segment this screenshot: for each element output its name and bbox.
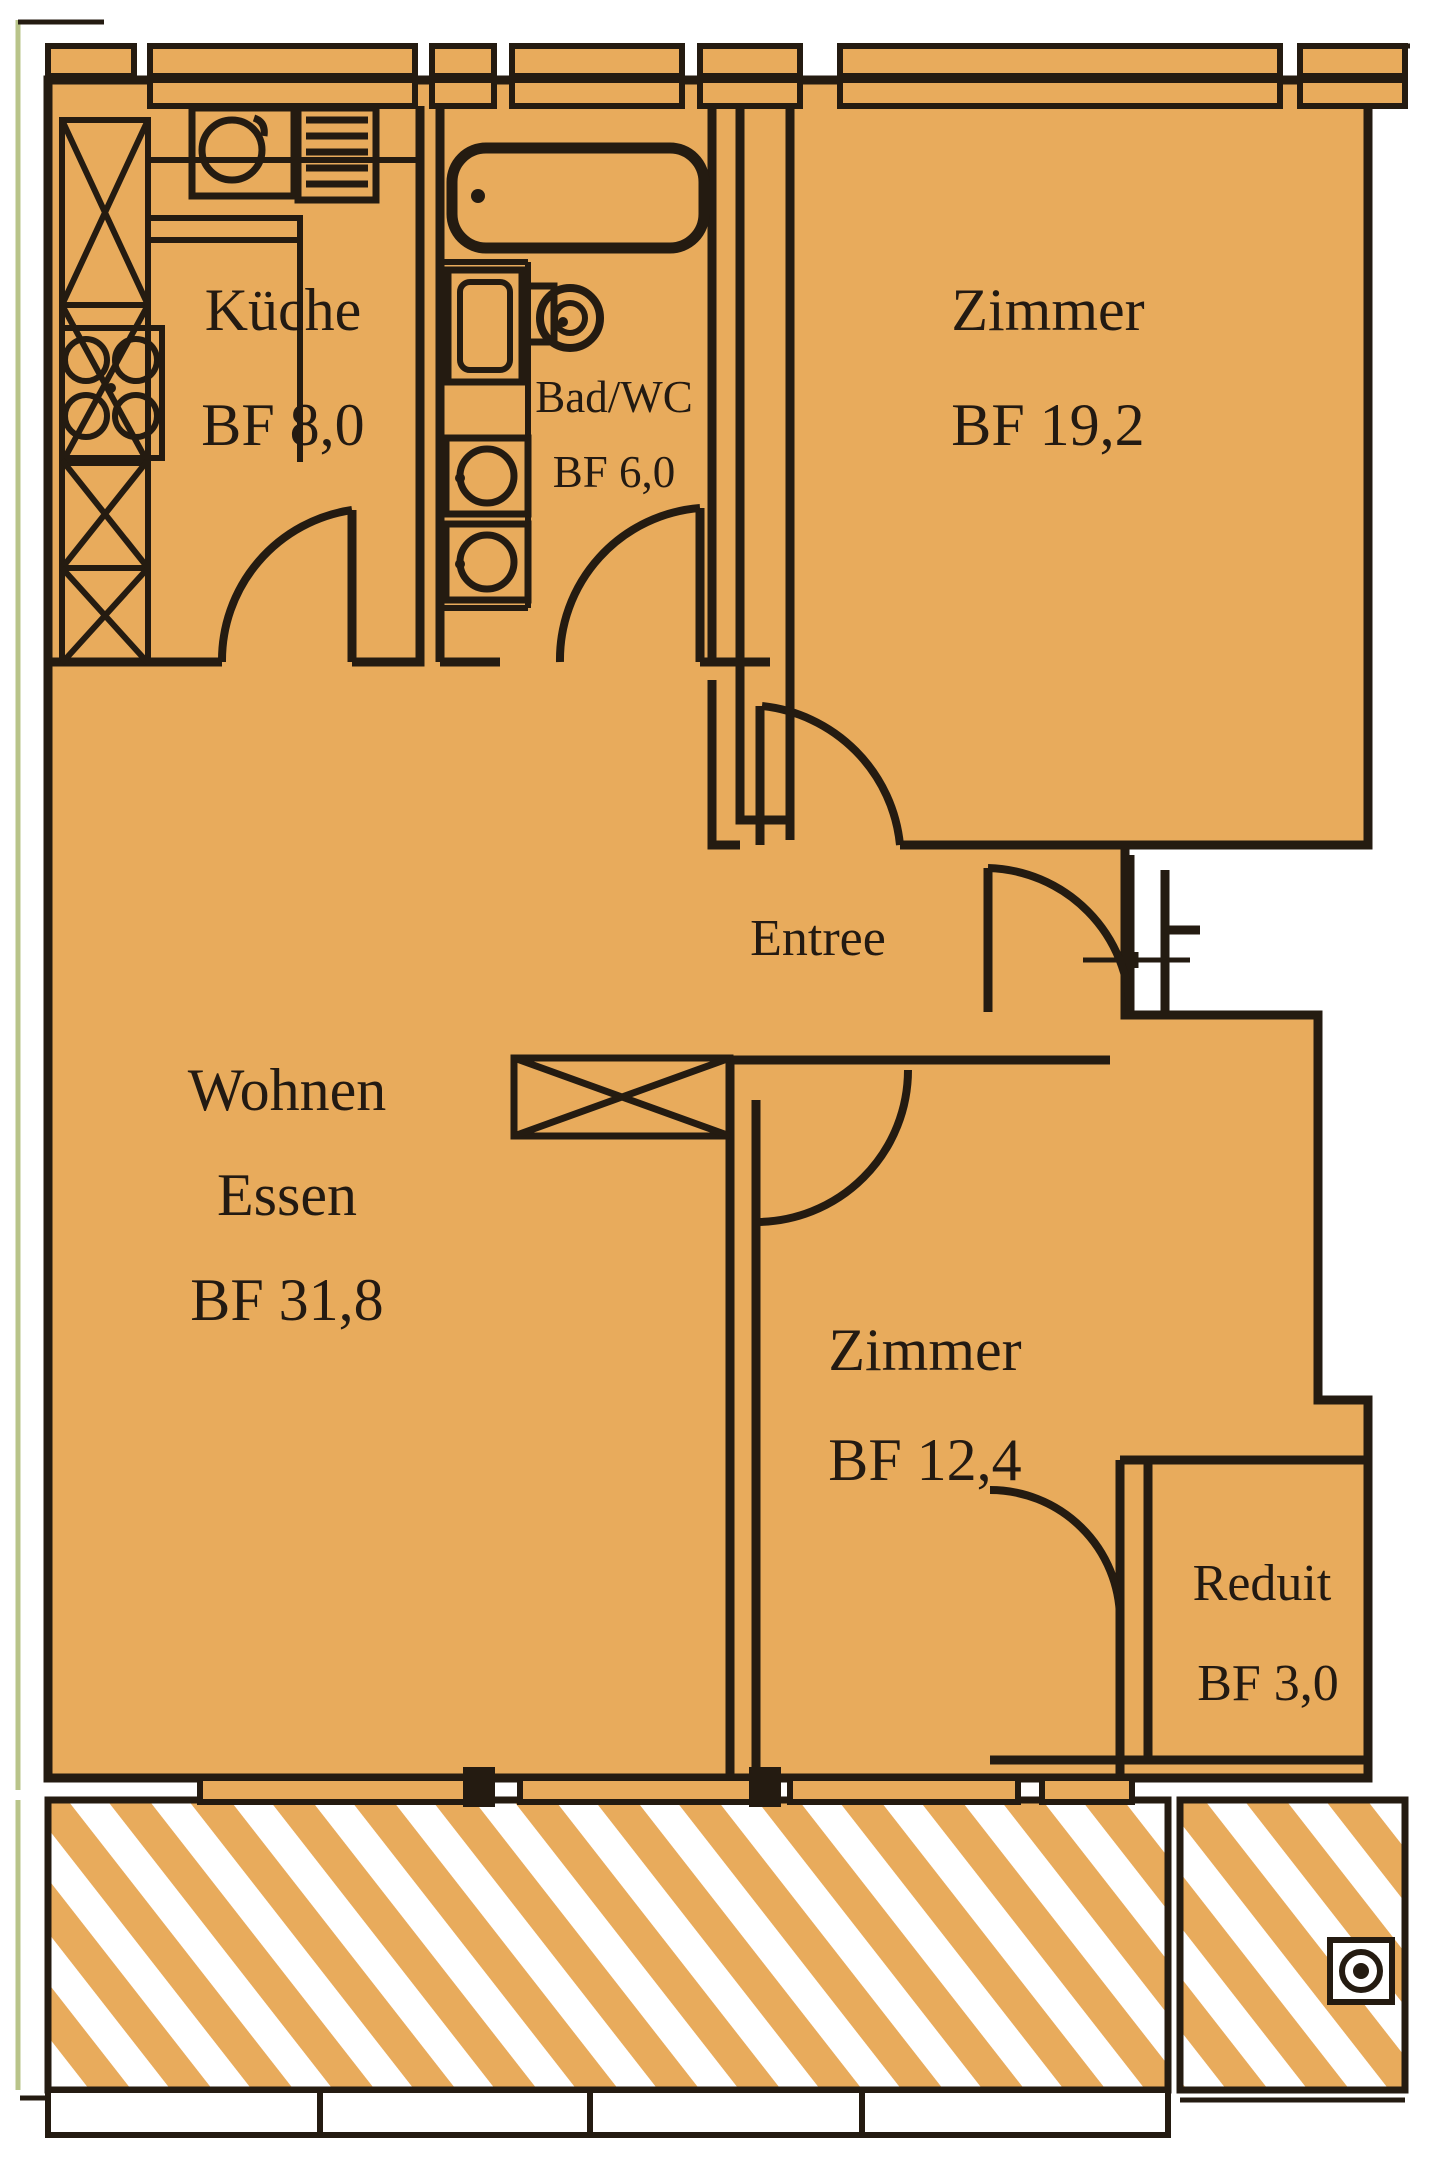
window-head-7 <box>1297 43 1408 79</box>
label-wohnen-area: BF 31,8 <box>190 1267 383 1333</box>
swing-door-reduit <box>989 1486 1125 1619</box>
window-head-6 <box>837 43 1283 79</box>
label-wohnen-name: Wohnen <box>188 1057 386 1123</box>
window-head-1 <box>45 43 137 79</box>
swing-door-zimmer2 <box>751 1069 912 1226</box>
window-head-5 <box>697 43 803 79</box>
balcony-door-sill-1 <box>197 1775 471 1805</box>
window-sill-3 <box>429 77 497 109</box>
burner-1 <box>62 336 110 384</box>
window-head-4 <box>509 43 685 79</box>
label-badwc-name: Bad/WC <box>535 372 692 422</box>
balcony-parapet <box>45 2087 1171 2138</box>
label-zimmer2-area: BF 12,4 <box>828 1427 1021 1493</box>
top-window-sill-band <box>147 77 1408 109</box>
cabinet-x-cross-lower <box>59 458 151 570</box>
wall-corridor-stub <box>707 680 740 850</box>
dishwasher <box>294 104 380 204</box>
label-zimmer2-name: Zimmer <box>828 1317 1021 1383</box>
label-kueche-name: Küche <box>205 277 362 343</box>
burner-2 <box>112 336 160 384</box>
tub-drain <box>471 189 485 203</box>
label-badwc-area: BF 6,0 <box>553 447 676 497</box>
label-essen-name: Essen <box>217 1162 357 1228</box>
counter-return <box>148 215 303 240</box>
window-sill-6 <box>837 77 1283 109</box>
window-sill-4 <box>509 77 685 109</box>
bottom-wall-openings <box>197 1767 1135 1807</box>
label-kueche-area: BF 8,0 <box>201 392 364 458</box>
burner-3 <box>62 392 110 440</box>
burner-center-dot <box>106 383 116 393</box>
window-head-3 <box>429 43 497 79</box>
kitchen-counter-lower <box>145 237 303 462</box>
swing-door-zimmer1 <box>755 702 904 846</box>
label-reduit-name: Reduit <box>1193 1555 1332 1612</box>
balcony-door-sill-4 <box>1039 1775 1135 1805</box>
wall-kitchen-right-lower <box>352 440 425 667</box>
balcony-door-jamb-2 <box>749 1767 781 1807</box>
bathroom-fixtures <box>437 142 710 611</box>
sink-basin <box>188 104 298 200</box>
room-labels: Küche BF 8,0 Bad/WC BF 6,0 Zimmer BF 19,… <box>188 277 1339 1712</box>
burner-4 <box>112 392 160 440</box>
label-zimmer1-area: BF 19,2 <box>951 392 1144 458</box>
window-sill-5 <box>697 77 803 109</box>
kitchen-fixtures <box>59 104 420 666</box>
cabinet-x-cross-bottom <box>59 565 151 666</box>
top-window-band <box>45 43 1408 79</box>
floor-drain-icon <box>1327 1937 1395 2005</box>
balcony-door-jamb-1 <box>463 1767 495 1807</box>
label-zimmer1-name: Zimmer <box>951 277 1144 343</box>
window-sill-2 <box>147 77 418 109</box>
bath-appliance-niche <box>437 259 531 611</box>
toilet <box>520 282 604 352</box>
window-head-2 <box>147 43 418 79</box>
wardrobe-x-symbol <box>510 1054 734 1140</box>
entrance-door <box>983 864 1190 1013</box>
label-entree-name: Entree <box>750 910 886 967</box>
doors <box>217 504 1190 1619</box>
wall-corridor-right <box>735 106 790 825</box>
balcony-door-sill-2 <box>517 1775 759 1805</box>
bathtub <box>446 142 710 254</box>
balcony-door-sill-3 <box>787 1775 1021 1805</box>
balcony <box>15 1796 1409 2138</box>
swing-door-kueche <box>217 506 357 663</box>
label-reduit-area: BF 3,0 <box>1197 1655 1339 1712</box>
swing-door-bad <box>555 504 705 663</box>
window-sill-7 <box>1297 77 1408 109</box>
cabinet-x-cross-upper <box>59 118 151 307</box>
balcony-main-hatch <box>44 1796 1172 2094</box>
apartment-floor <box>48 80 1368 1778</box>
